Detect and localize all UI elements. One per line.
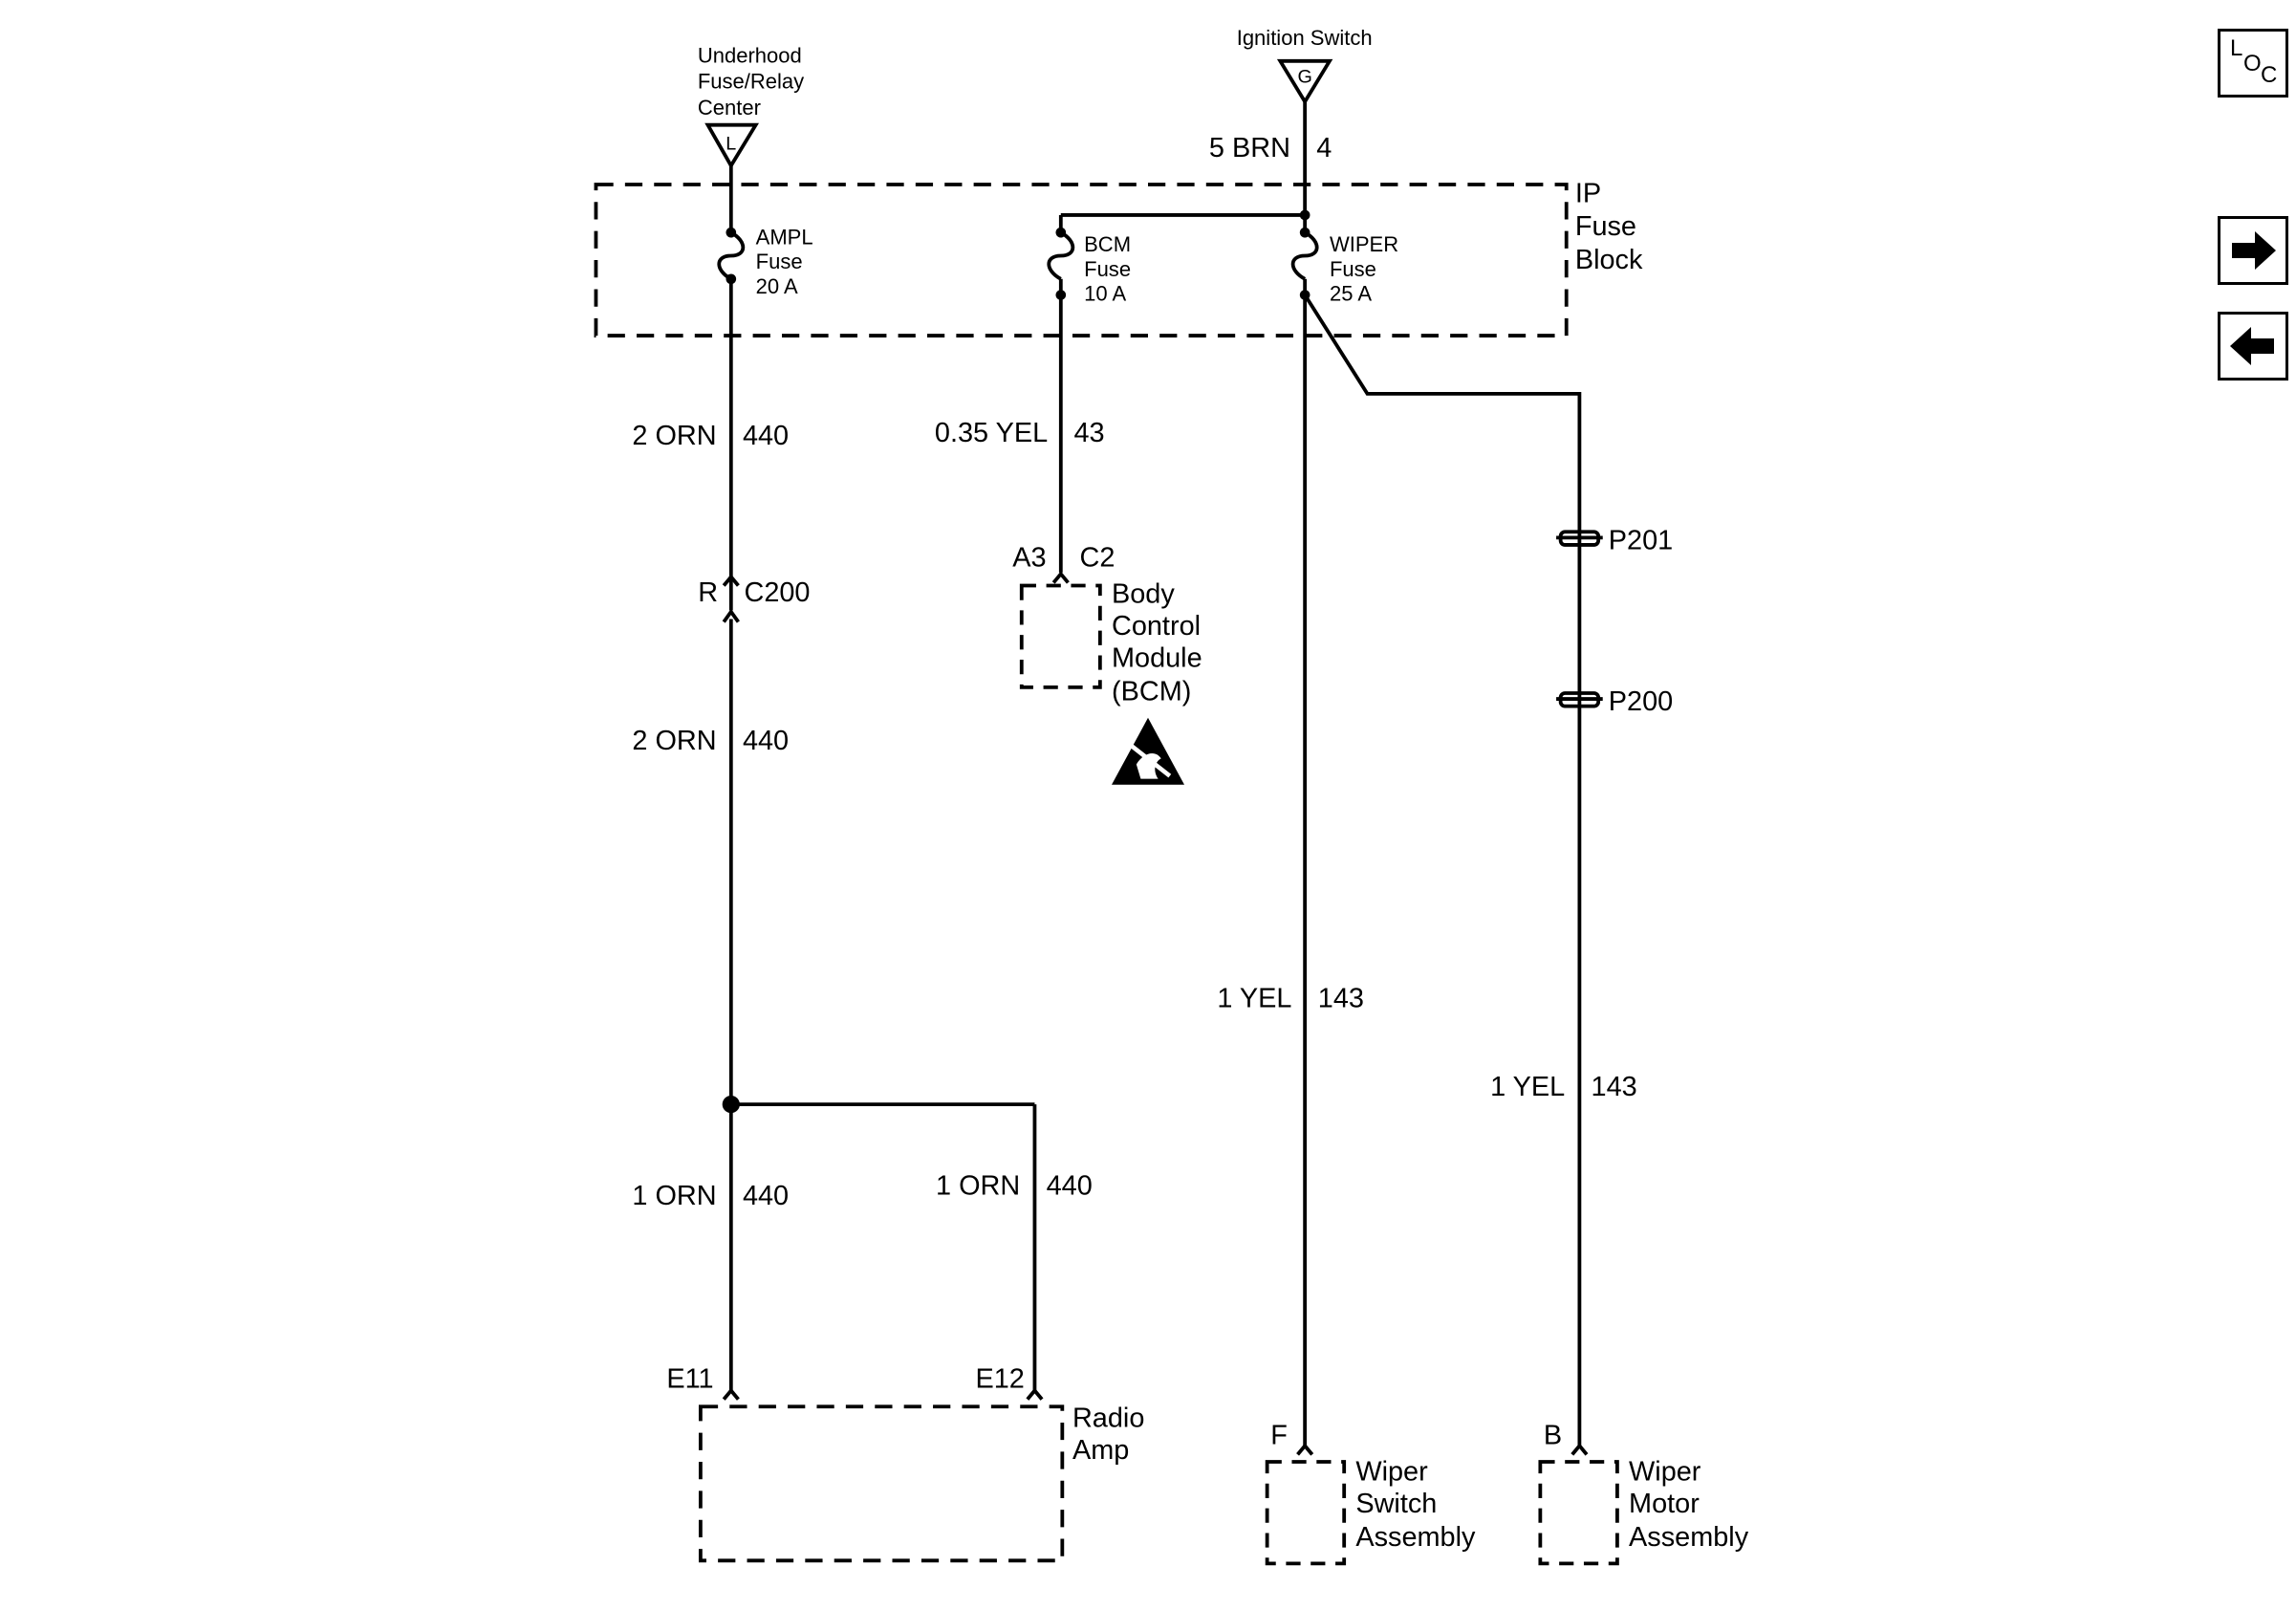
amp-e11-wire-color: 1 ORN <box>632 1181 716 1211</box>
underhood-terminal <box>704 122 760 170</box>
underhood-terminal-letter: L <box>726 134 736 155</box>
wiper-fuse <box>1290 230 1319 281</box>
radio-amp-label: Radio Amp <box>1072 1403 1152 1465</box>
amp-e12-wire-circuit: 440 <box>1047 1170 1093 1201</box>
ignition-terminal-letter: G <box>1297 67 1311 88</box>
wiper-motor-pin: B <box>1544 1421 1562 1451</box>
bcm-fuse <box>1047 230 1075 281</box>
amp-e12-pin: E12 <box>975 1363 1024 1394</box>
arrow-right-icon <box>2232 231 2276 270</box>
bcm-fuse-bottom-dot <box>1055 290 1067 300</box>
wiper-switch-pin: F <box>1270 1421 1288 1451</box>
wiper-switch-label: Wiper Switch Assembly <box>1355 1457 1476 1553</box>
wiper-motor-connector <box>1570 1443 1589 1456</box>
amp-e12-wire-color: 1 ORN <box>936 1170 1020 1201</box>
amp-splice-dot <box>722 1095 740 1114</box>
splice-p201-label: P201 <box>1609 526 1673 556</box>
ip-fuse-block-outline <box>594 183 1569 337</box>
bcm-wire-circuit: 43 <box>1073 418 1104 448</box>
arrow-left-icon <box>2230 327 2274 365</box>
loc-letter-c: C <box>2261 62 2278 88</box>
ignition-wire-circuit: 4 <box>1316 133 1332 163</box>
wiper-motor-wire <box>1303 294 1582 1447</box>
bcm-connector-pin: A3 <box>1012 543 1046 574</box>
ampl-upper-wire-color: 2 ORN <box>632 421 716 451</box>
loc-letter-l: L <box>2230 35 2243 61</box>
bcm-box <box>1019 583 1102 689</box>
next-page-button[interactable] <box>2218 216 2288 285</box>
splice-p200 <box>1556 691 1603 708</box>
splice-p201 <box>1556 530 1603 547</box>
wiper-fuse-top-dot <box>1299 209 1310 221</box>
underhood-label: Underhood Fuse/Relay Center <box>698 43 810 120</box>
amp-e12-connector <box>1026 1387 1044 1401</box>
ampl-fuse-label: AMPL Fuse 20 A <box>756 225 819 298</box>
wiper-switch-wire-color: 1 YEL <box>1217 983 1291 1013</box>
wiper-fuse-mid-dot <box>1299 227 1310 238</box>
bcm-fuse-top-dot <box>1055 227 1067 238</box>
ampl-fuse-bottom-dot <box>726 273 737 285</box>
radio-amp-box <box>698 1404 1065 1563</box>
ip-fuse-block-label: IP Fuse Block <box>1575 178 1644 275</box>
amp-e11-wire-circuit: 440 <box>743 1181 789 1211</box>
bcm-connector-name: C2 <box>1080 543 1116 574</box>
wiper-switch-connector <box>1296 1443 1314 1456</box>
wiper-motor-wire-circuit: 143 <box>1592 1072 1637 1102</box>
amp-e11-pin: E11 <box>666 1363 713 1394</box>
ignition-wire-color: 5 BRN <box>1209 133 1290 163</box>
ignition-switch-label: Ignition Switch <box>1237 26 1373 50</box>
c200-pin: R <box>698 577 718 608</box>
location-button[interactable]: L O C <box>2218 29 2288 98</box>
c200-connector-bottom <box>722 608 740 623</box>
previous-page-button[interactable] <box>2218 312 2288 381</box>
amp-e11-connector <box>722 1387 740 1401</box>
ampl-lower-wire-circuit: 440 <box>743 726 789 756</box>
ampl-fuse-top-dot <box>726 227 737 238</box>
wiper-switch-wire-circuit: 143 <box>1318 983 1364 1013</box>
wiper-motor-box <box>1538 1460 1619 1566</box>
c200-connector-top <box>722 574 740 587</box>
splice-p200-label: P200 <box>1609 686 1673 717</box>
wiper-fuse-bottom-dot <box>1299 290 1310 300</box>
ignition-terminal <box>1276 58 1333 106</box>
bcm-label: Body Control Module (BCM) <box>1112 579 1210 707</box>
ampl-upper-wire-circuit: 440 <box>743 421 789 451</box>
bcm-connector <box>1051 571 1070 584</box>
bcm-wire-color: 0.35 YEL <box>935 418 1048 448</box>
esd-warning-icon <box>1112 717 1184 785</box>
loc-letter-o: O <box>2243 51 2262 76</box>
ampl-fuse <box>717 230 746 281</box>
wiper-switch-box <box>1265 1460 1347 1566</box>
wiper-fuse-label: WIPER Fuse 25 A <box>1330 232 1404 306</box>
wiper-motor-wire-color: 1 YEL <box>1490 1072 1565 1102</box>
bcm-fuse-label: BCM Fuse 10 A <box>1084 232 1137 306</box>
ampl-lower-wire-color: 2 ORN <box>632 726 716 756</box>
wiper-motor-label: Wiper Motor Assembly <box>1629 1457 1749 1553</box>
c200-name: C200 <box>744 577 810 608</box>
